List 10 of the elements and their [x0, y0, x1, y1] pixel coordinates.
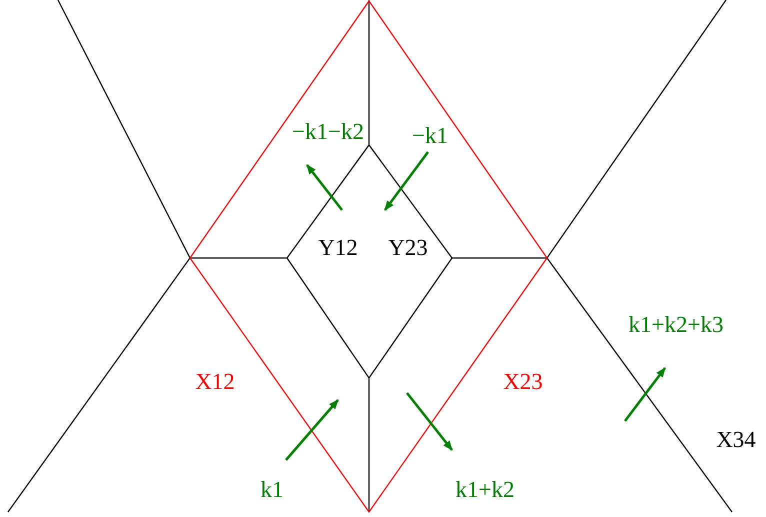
math-label: Y23	[388, 235, 428, 261]
math-label: −k1−k2	[292, 119, 364, 145]
math-label: k1	[260, 477, 284, 503]
math-label: k1+k2+k3	[628, 312, 724, 338]
math-label: X23	[503, 369, 543, 395]
math-label: X34	[716, 427, 756, 453]
math-label: k1+k2	[456, 477, 514, 503]
math-label: −k1	[412, 123, 448, 149]
math-label: Y12	[318, 235, 358, 261]
math-label: X12	[195, 369, 235, 395]
